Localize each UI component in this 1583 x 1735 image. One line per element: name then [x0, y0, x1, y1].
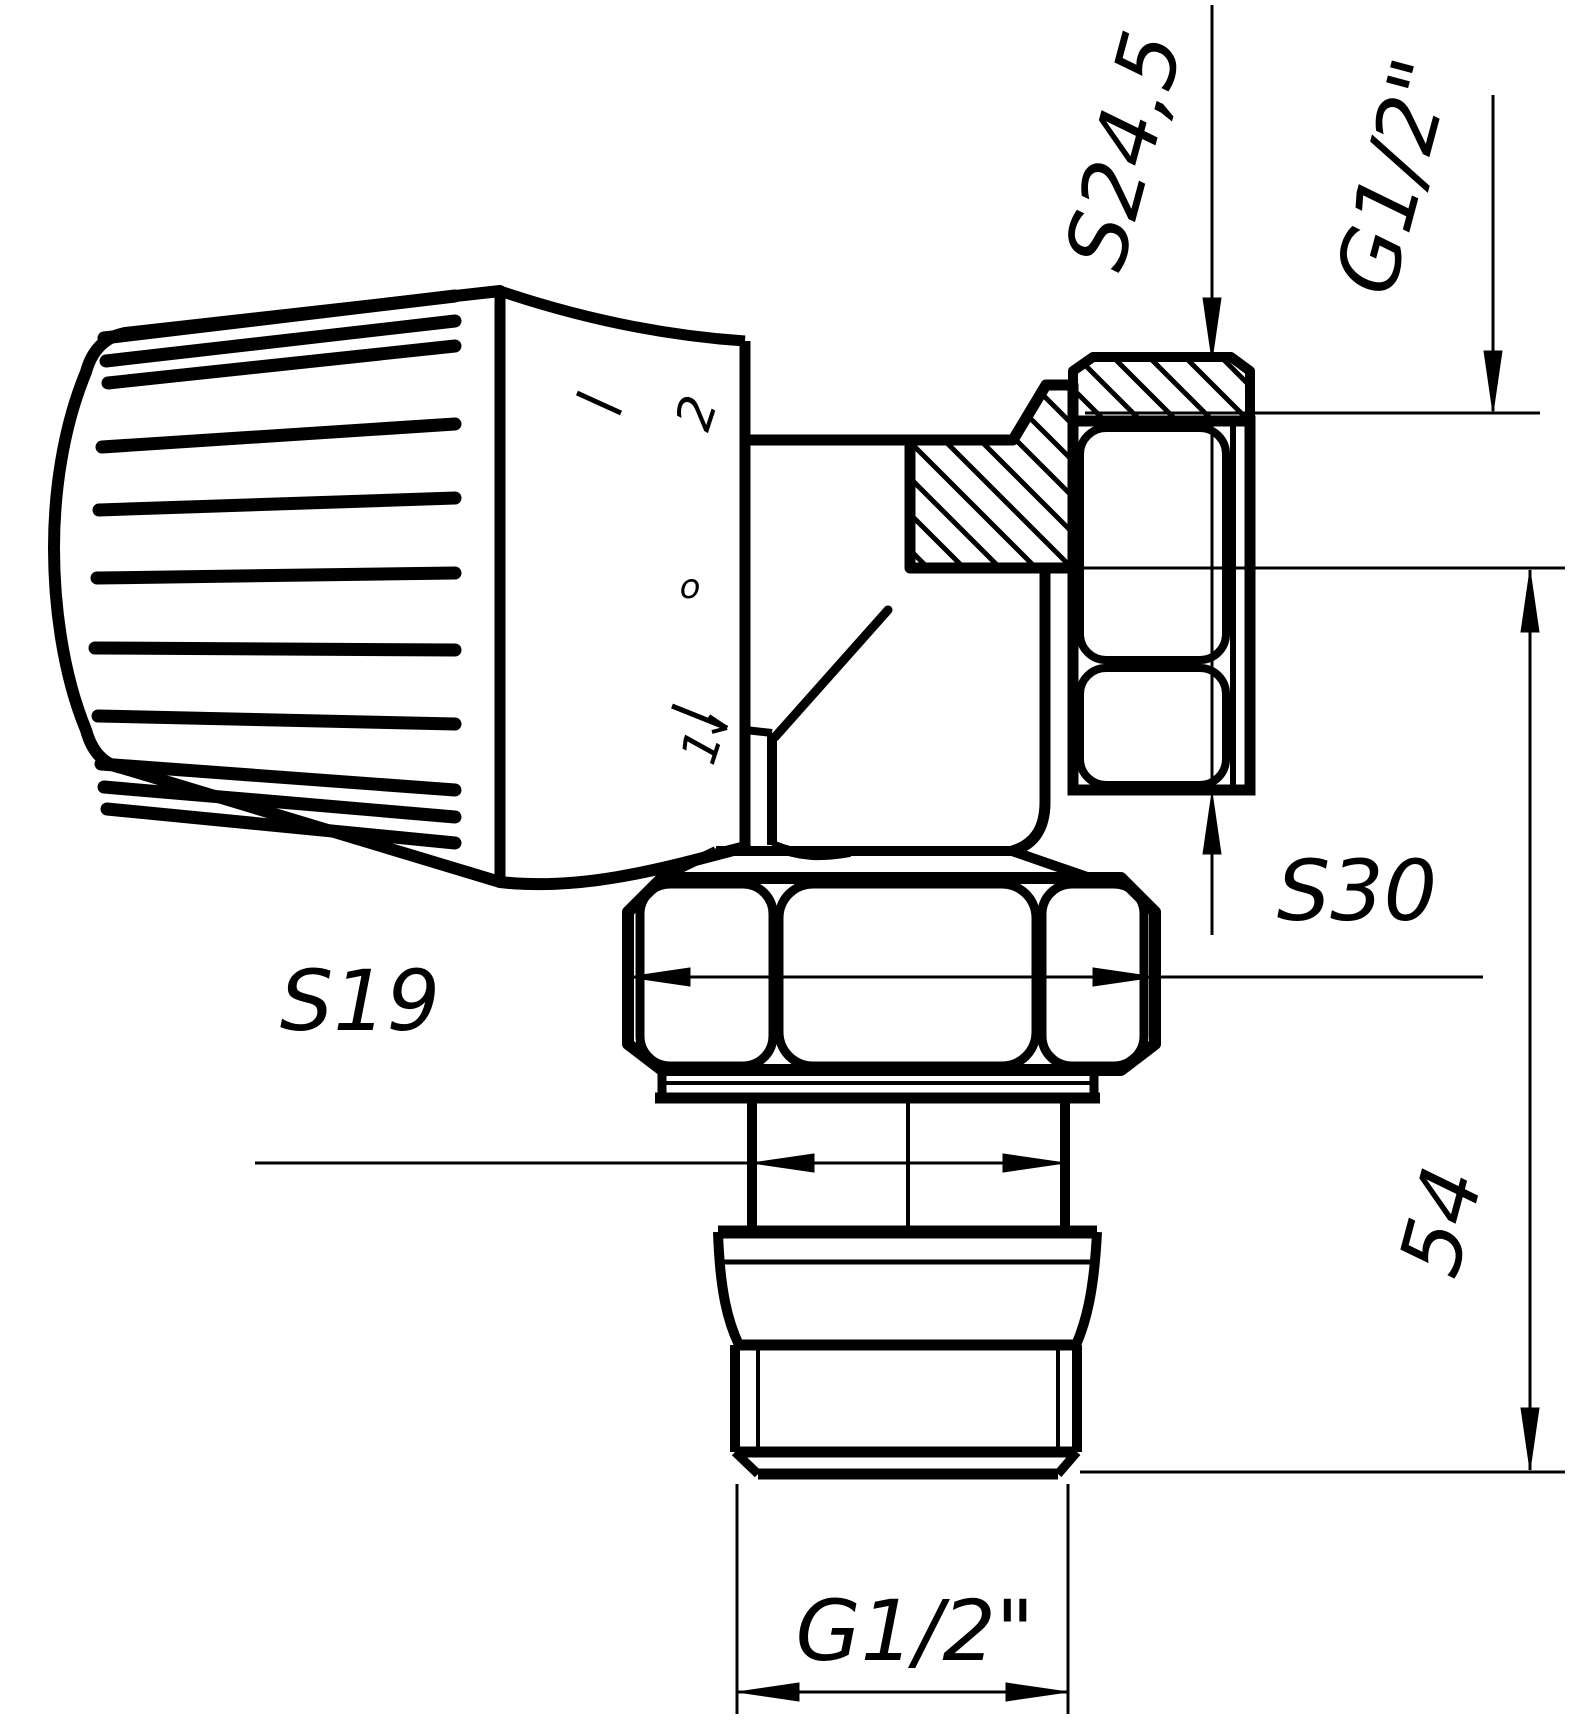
label-s24-5: S24,5 [1046, 22, 1203, 280]
arrowhead-g12top-down [1483, 350, 1503, 414]
label-54: 54 [1380, 1157, 1502, 1286]
collar-left-taper [713, 1231, 744, 1348]
scale-tick-2 [575, 390, 623, 416]
head-grip-ridges [88, 289, 462, 850]
dimension-lines [255, 5, 1565, 1714]
scale-mark-mid-dot: o [680, 567, 701, 607]
side-outlet [1067, 352, 1256, 796]
scale-tick-1-arrow [707, 714, 729, 734]
collar-right-taper [1071, 1231, 1102, 1347]
label-g12-top: G1/2" [1316, 48, 1473, 304]
head-setting-scale: 2 o 1 [575, 389, 734, 771]
body-shoulder-line [770, 605, 893, 742]
hex-silhouette [622, 872, 1161, 1076]
label-s30: S30 [1277, 842, 1437, 940]
scale-mark-2: 2 [664, 389, 729, 437]
union-nut-hex [622, 872, 1161, 1076]
arrowhead-s245-down [1202, 297, 1222, 361]
hex-face-middle [774, 879, 1041, 1071]
arrowhead-s19-right [1002, 1153, 1066, 1173]
label-g12-bottom: G1/2" [796, 1582, 1035, 1680]
side-nut-body [1067, 415, 1256, 796]
thread-chamfer-right [1054, 1449, 1081, 1477]
label-s19: S19 [280, 952, 440, 1050]
valve-body [657, 379, 1092, 883]
arrowhead-g12bot-right [1005, 1682, 1069, 1702]
body-neck-notch [744, 726, 773, 737]
head-ring-top [498, 285, 746, 347]
thread-chamfer-left [731, 1448, 762, 1478]
thermostatic-head [48, 285, 751, 891]
tailpiece [655, 1070, 1102, 1480]
side-nut-face-upper [1076, 424, 1230, 664]
arrowhead-s30-left [627, 967, 691, 987]
arrowhead-s245-up [1202, 791, 1222, 855]
side-nut-cap-hatched [1068, 352, 1255, 426]
arrowhead-54-down [1520, 1407, 1540, 1471]
head-outline [48, 285, 506, 888]
side-nut-face-lower [1076, 664, 1230, 789]
arrowhead-s19-left [751, 1153, 815, 1173]
scale-tick-1 [671, 703, 728, 731]
body-section-hatched [904, 379, 1079, 574]
body-right-edge [1010, 568, 1051, 857]
arrowhead-g12bot-left [736, 1682, 800, 1702]
arrowhead-54-up [1520, 569, 1540, 633]
arrowhead-s30-right [1092, 967, 1156, 987]
